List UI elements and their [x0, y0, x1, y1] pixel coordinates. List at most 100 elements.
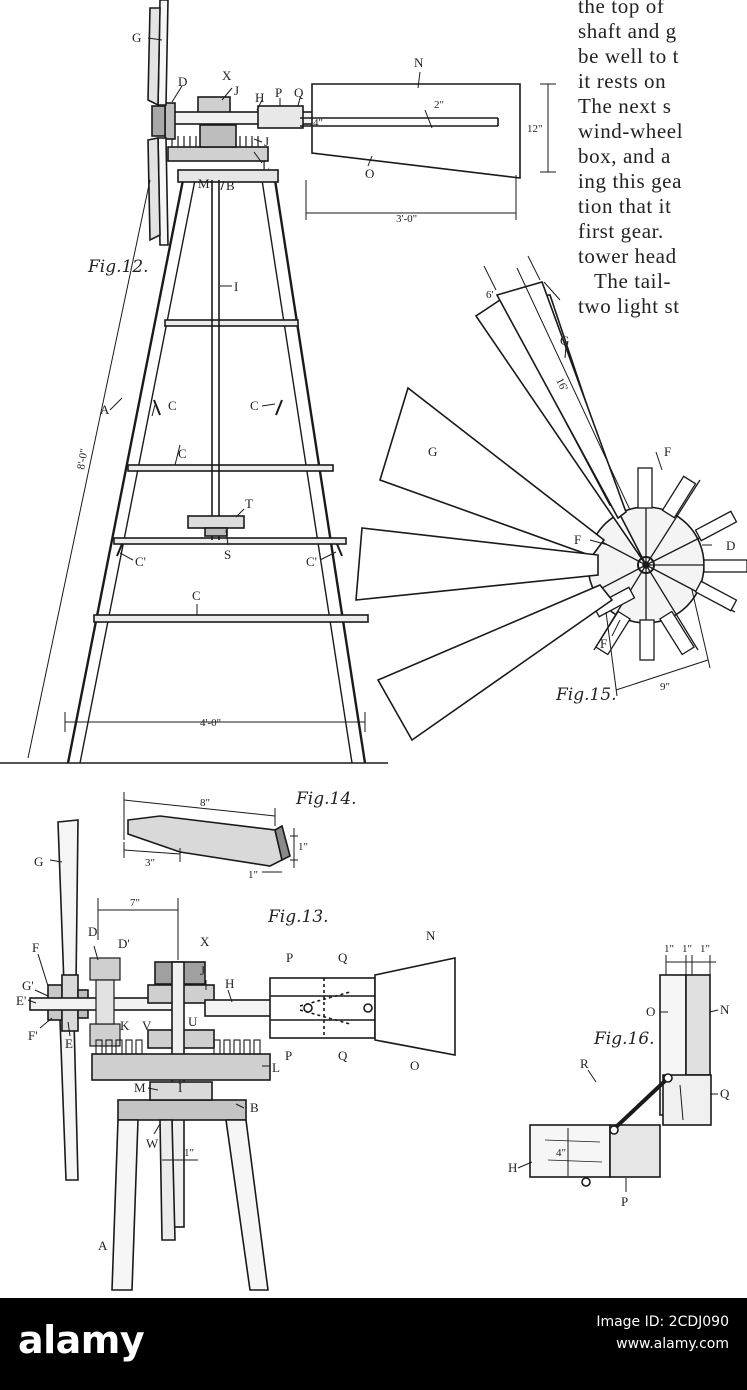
- fig15-dim-9in: 9": [660, 681, 670, 693]
- body-text-line: two light st: [578, 294, 680, 318]
- fig16-dim-b: 1": [682, 943, 692, 955]
- fig16-dim-4in: 4": [556, 1147, 566, 1159]
- fig13-label-E-prime: E': [16, 993, 26, 1008]
- fig12-label-X: X: [222, 68, 232, 83]
- fig13-label-V: V: [142, 1018, 152, 1033]
- fig12-caption: Fig.12.: [87, 257, 149, 277]
- fig12-label-C2: C: [250, 398, 259, 413]
- fig13-dim-1in: 1": [184, 1147, 194, 1159]
- fig12-label-C-prime-2: C': [306, 554, 317, 569]
- fig13-label-J: J: [200, 963, 205, 978]
- fig16-label-P: P: [621, 1194, 628, 1209]
- fig12-label-S: S: [224, 547, 231, 562]
- fig13-label-B: B: [250, 1100, 259, 1115]
- fig12-label-I: I: [234, 279, 238, 294]
- fig12-label-C1: C: [168, 398, 177, 413]
- fig13-label-K: K: [120, 1018, 130, 1033]
- fig12-label-G: G: [132, 30, 141, 45]
- fig13-caption: Fig.13.: [267, 907, 329, 927]
- fig13-label-A: A: [98, 1238, 108, 1253]
- fig13-label-Q: Q: [338, 950, 348, 965]
- fig15-dim-6ft: 6': [486, 289, 494, 301]
- body-text-line: box, and a: [578, 144, 671, 168]
- fig13-label-X: X: [200, 934, 210, 949]
- illustration-plate: G D X J H P Q N J L M B I O A C C C T S …: [0, 0, 747, 1291]
- stock-meta: Image ID: 2CDJ090 www.alamy.com: [596, 1314, 729, 1352]
- fig14-dim-8in: 8": [200, 797, 210, 809]
- fig15-label-F2: F: [574, 532, 581, 547]
- fig14-caption: Fig.14.: [295, 789, 357, 809]
- body-text-line: The tail-: [594, 269, 672, 293]
- fig16-label-R: R: [580, 1056, 589, 1071]
- fig13-label-G-prime: G': [22, 978, 34, 993]
- fig15-label-G1: G: [560, 333, 569, 348]
- fig14-dim-1in-b: 1": [248, 869, 258, 881]
- fig13-label-M: M: [134, 1080, 146, 1095]
- fig13-label-D: D: [88, 924, 97, 939]
- fig12-label-C-prime-1: C': [135, 554, 146, 569]
- fig12-dim-12in: 12": [527, 123, 543, 135]
- fig12-label-M: M: [198, 176, 210, 191]
- fig14-blade-block: [123, 792, 298, 873]
- body-text-line: first gear.: [578, 219, 664, 243]
- fig12-label-A: A: [100, 402, 110, 417]
- fig15-dim-16ft: 16': [553, 376, 569, 393]
- fig13-label-Q2: Q: [338, 1048, 348, 1063]
- fig15-label-D: D: [726, 538, 735, 553]
- fig12-label-C3: C: [178, 446, 187, 461]
- body-text-line: shaft and g: [578, 19, 677, 43]
- fig12-label-J: J: [234, 83, 239, 98]
- fig12-windmill-elevation: [0, 0, 556, 764]
- fig12-dim-3ft: 3'-0": [396, 213, 417, 225]
- fig12-label-H: H: [255, 90, 264, 105]
- fig16-label-H: H: [508, 1160, 517, 1175]
- fig13-label-U: U: [188, 1014, 198, 1029]
- fig13-label-I: I: [178, 1080, 182, 1095]
- fig16-tail-joint-section: [517, 955, 719, 1192]
- fig16-caption: Fig.16.: [593, 1029, 655, 1049]
- fig13-label-W: W: [146, 1136, 159, 1151]
- fig12-label-N: N: [414, 55, 424, 70]
- fig12-dim-4ft: 4'-0": [200, 717, 221, 729]
- body-text-line: The next s: [578, 94, 672, 118]
- fig13-label-N: N: [426, 928, 436, 943]
- fig13-label-D-prime: D': [118, 936, 130, 951]
- stock-banner: [0, 1298, 747, 1390]
- fig12-label-D: D: [178, 74, 187, 89]
- body-text-line: ing this gea: [578, 169, 683, 193]
- fig16-dim-c: 1": [700, 943, 710, 955]
- body-text-line: wind-wheel: [578, 119, 684, 143]
- fig15-caption: Fig.15.: [555, 685, 617, 705]
- fig13-label-L: L: [272, 1060, 280, 1075]
- fig15-wind-wheel-face: [355, 255, 747, 742]
- stock-logo: alamy: [18, 1318, 145, 1362]
- fig12-label-J2: J: [264, 134, 269, 149]
- fig13-label-F: F: [32, 940, 39, 955]
- fig12-dim-8ft: 8'-0": [75, 448, 90, 471]
- fig12-label-B: B: [226, 178, 235, 193]
- fig12-label-Q: Q: [294, 85, 304, 100]
- fig14-dim-1in: 1": [298, 841, 308, 853]
- stock-image-id: Image ID: 2CDJ090: [596, 1314, 729, 1330]
- fig15-label-G2: G: [428, 444, 437, 459]
- fig13-label-H: H: [225, 976, 234, 991]
- fig14-dim-3in: 3": [145, 857, 155, 869]
- fig12-label-T: T: [245, 496, 253, 511]
- fig13-label-O: O: [410, 1058, 419, 1073]
- fig13-label-F-prime: F': [28, 1028, 38, 1043]
- fig16-label-N: N: [720, 1002, 730, 1017]
- fig13-label-P2: P: [285, 1048, 292, 1063]
- fig12-label-O: O: [365, 166, 374, 181]
- stock-site-url: www.alamy.com: [616, 1336, 729, 1352]
- fig13-dim-7in: 7": [130, 897, 140, 909]
- body-text-line: the top of: [578, 0, 665, 18]
- fig13-head-detail: [27, 819, 456, 1291]
- fig12-label-L: L: [262, 158, 270, 173]
- body-text-line: it rests on: [578, 69, 667, 93]
- fig13-label-P: P: [286, 950, 293, 965]
- fig12-dim-2in: 2": [434, 99, 444, 111]
- fig16-label-O: O: [646, 1004, 655, 1019]
- fig12-label-P: P: [275, 85, 282, 100]
- body-text-line: be well to t: [578, 44, 680, 68]
